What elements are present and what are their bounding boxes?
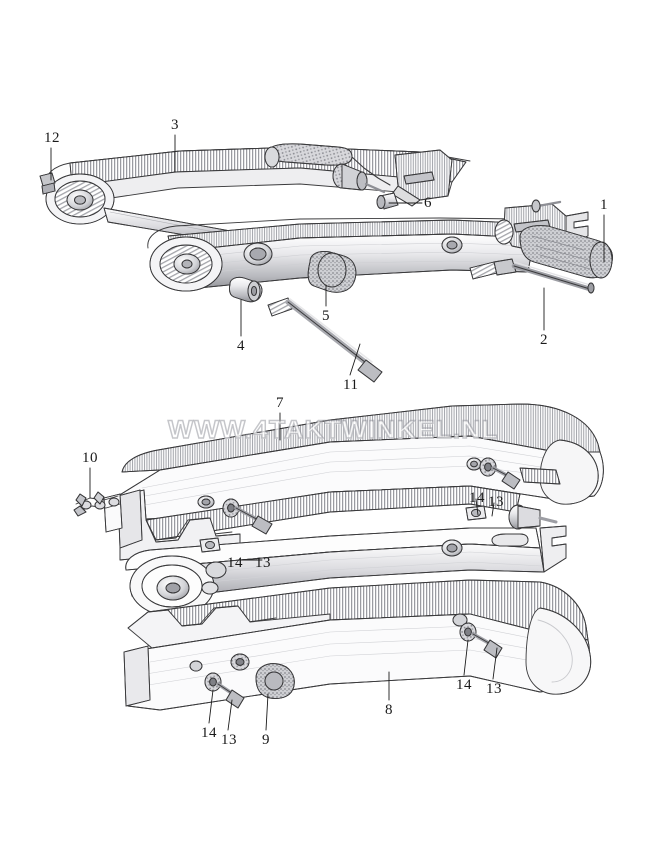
callout-10: 10 [82, 450, 98, 466]
callout-11: 11 [343, 377, 359, 393]
lower-swingarm-arm [125, 504, 567, 617]
callout-13-c: 13 [486, 681, 502, 697]
part-1-grip [519, 225, 613, 279]
part-2-bolt [469, 258, 595, 294]
callout-6: 6 [424, 195, 432, 211]
part-4-bush [229, 276, 263, 303]
callout-13-b: 13 [488, 494, 504, 510]
part-12-end-cap [39, 172, 56, 195]
part-9-grommet [255, 663, 295, 699]
callout-12: 12 [44, 130, 60, 146]
callout-8: 8 [385, 702, 393, 718]
callout-14-d: 14 [201, 725, 217, 741]
fastener-group-left-upper [222, 498, 273, 535]
callout-4: 4 [237, 338, 245, 354]
callout-3: 3 [171, 117, 179, 133]
callout-1: 1 [600, 197, 608, 213]
callout-14-c-leader [463, 639, 469, 676]
callout-13-d: 13 [221, 732, 237, 748]
swingarm-lower-arm [147, 199, 589, 292]
callout-14-b-leader [475, 498, 479, 516]
callout-14-a: 14 [227, 555, 243, 571]
callout-9: 9 [262, 732, 270, 748]
fastener-group-left-lower [204, 663, 295, 709]
callout-14-b: 14 [469, 490, 485, 506]
callout-13-b-leader [491, 502, 495, 517]
upper-damper-sleeve [264, 143, 399, 210]
callout-13-c-leader [492, 647, 498, 680]
callout-9-leader [265, 693, 269, 731]
callout-13-a: 13 [255, 555, 271, 571]
part-10-chain [73, 491, 121, 517]
callout-11-leader [349, 343, 361, 376]
callout-14-d-leader [208, 689, 214, 724]
callout-2: 2 [540, 332, 548, 348]
part-6-bush [376, 192, 399, 210]
part-5-damper [307, 251, 357, 293]
callout-5: 5 [322, 308, 330, 324]
callout-13-d-leader [227, 699, 233, 731]
callout-14-c: 14 [456, 677, 472, 693]
callout-7: 7 [276, 395, 284, 411]
fastener-group-right-upper [479, 457, 521, 490]
